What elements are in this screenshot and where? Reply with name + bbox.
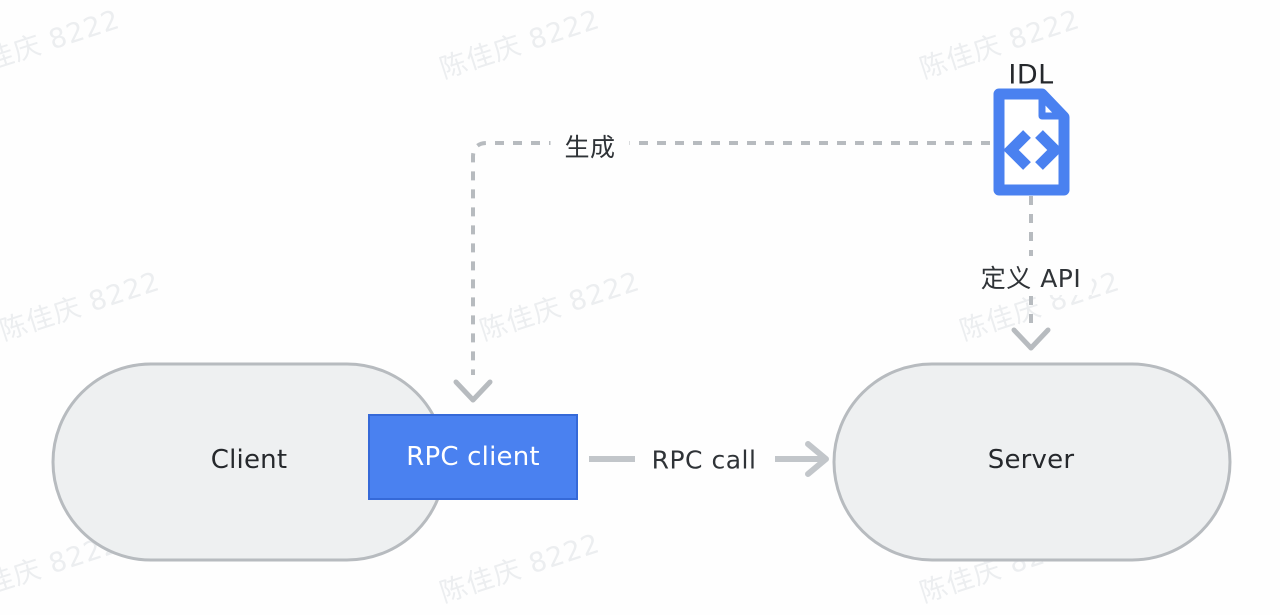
rpc-call-edge-arrowhead bbox=[805, 441, 829, 477]
server-node-label: Server bbox=[987, 445, 1075, 475]
rpc-call-edge-label: RPC call bbox=[639, 445, 769, 475]
define-api-edge-arrowhead bbox=[1011, 327, 1051, 351]
generate-edge-label: 生成 bbox=[550, 128, 630, 164]
rpc-client-node-label: RPC client bbox=[406, 442, 540, 472]
generate-edge-path bbox=[471, 141, 990, 375]
code-file-icon[interactable] bbox=[993, 88, 1070, 196]
define-api-edge-label: 定义 API bbox=[970, 259, 1092, 295]
generate-edge-arrowhead bbox=[453, 379, 493, 403]
server-capsule-shape[interactable] bbox=[832, 362, 1232, 562]
idl-node-label: IDL bbox=[1008, 59, 1054, 91]
rpc-client-node[interactable] bbox=[368, 414, 578, 500]
client-node-label: Client bbox=[210, 445, 288, 475]
